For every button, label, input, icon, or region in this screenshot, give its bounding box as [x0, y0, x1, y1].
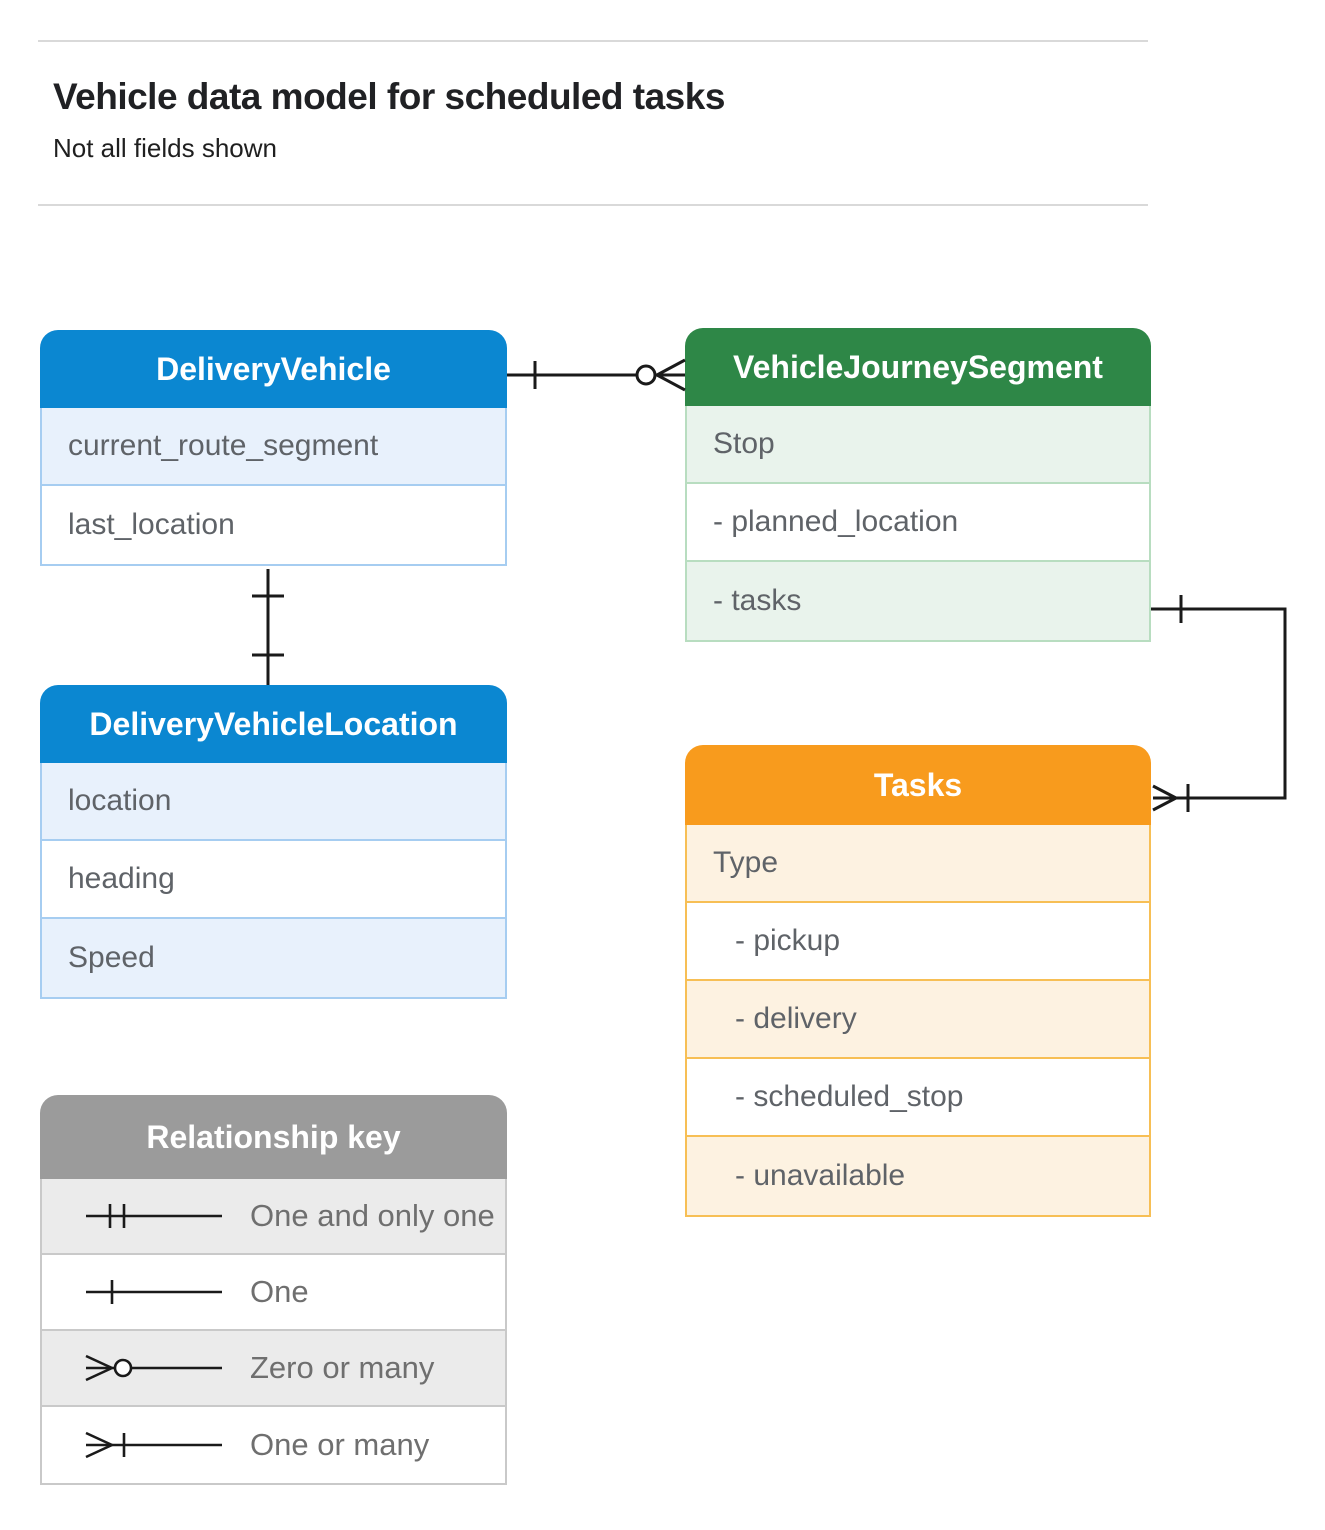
field-pickup: - pickup	[687, 903, 1149, 981]
entity-tasks: Tasks Type - pickup - delivery - schedul…	[685, 745, 1151, 1217]
one-or-many-icon	[85, 1431, 222, 1459]
entity-title-tasks: Tasks	[685, 745, 1151, 825]
page-subtitle: Not all fields shown	[53, 133, 277, 163]
crow-foot-prong	[656, 373, 686, 392]
divider-bottom	[38, 204, 1148, 206]
legend-label: One	[250, 1274, 309, 1309]
entity-title-delivery-vehicle: DeliveryVehicle	[40, 330, 507, 408]
legend-item-zero-or-many: Zero or many	[42, 1331, 505, 1407]
connector-deliveryvehicle-deliveryvehiclelocation	[252, 569, 284, 685]
crow-foot-prong	[656, 358, 686, 377]
one-icon	[86, 1280, 222, 1304]
divider-top	[38, 40, 1148, 42]
crow-foot-prong	[1152, 784, 1177, 800]
field-planned-location: - planned_location	[687, 484, 1149, 562]
entity-vehicle-journey-segment: VehicleJourneySegment Stop - planned_loc…	[685, 328, 1151, 642]
legend-label: One and only one	[250, 1198, 495, 1233]
field-location: location	[42, 763, 505, 841]
field-scheduled-stop: - scheduled_stop	[687, 1059, 1149, 1137]
relationship-key-title: Relationship key	[40, 1095, 507, 1179]
legend-item-one-and-only-one: One and only one	[42, 1179, 505, 1255]
one-and-only-one-icon	[86, 1204, 222, 1228]
field-speed: Speed	[42, 919, 505, 997]
entity-title-delivery-vehicle-location: DeliveryVehicleLocation	[40, 685, 507, 763]
relationship-key: Relationship key One and only one One	[40, 1095, 507, 1485]
entity-delivery-vehicle: DeliveryVehicle current_route_segment la…	[40, 330, 507, 566]
field-current-route-segment: current_route_segment	[42, 408, 505, 486]
zero-or-many-icon	[85, 1354, 222, 1382]
legend-item-one: One	[42, 1255, 505, 1331]
field-unavailable: - unavailable	[687, 1137, 1149, 1215]
legend-label: Zero or many	[250, 1350, 435, 1385]
entity-title-vehicle-journey-segment: VehicleJourneySegment	[685, 328, 1151, 406]
zero-circle	[635, 364, 657, 386]
connector-deliveryvehicle-vehiclejourneysegment	[507, 358, 686, 392]
page-title: Vehicle data model for scheduled tasks	[53, 76, 725, 117]
field-delivery: - delivery	[687, 981, 1149, 1059]
field-last-location: last_location	[68, 508, 235, 541]
field-tasks: - tasks	[687, 562, 1149, 640]
entity-delivery-vehicle-location: DeliveryVehicleLocation location heading…	[40, 685, 507, 999]
field-type: Type	[687, 825, 1149, 903]
legend-item-one-or-many: One or many	[42, 1407, 505, 1483]
connector-vehiclejourneysegment-tasks	[1151, 595, 1287, 812]
legend-label: One or many	[250, 1427, 430, 1462]
field-stop: Stop	[687, 406, 1149, 484]
crow-foot-prong	[1152, 796, 1177, 812]
field-heading: heading	[42, 841, 505, 919]
